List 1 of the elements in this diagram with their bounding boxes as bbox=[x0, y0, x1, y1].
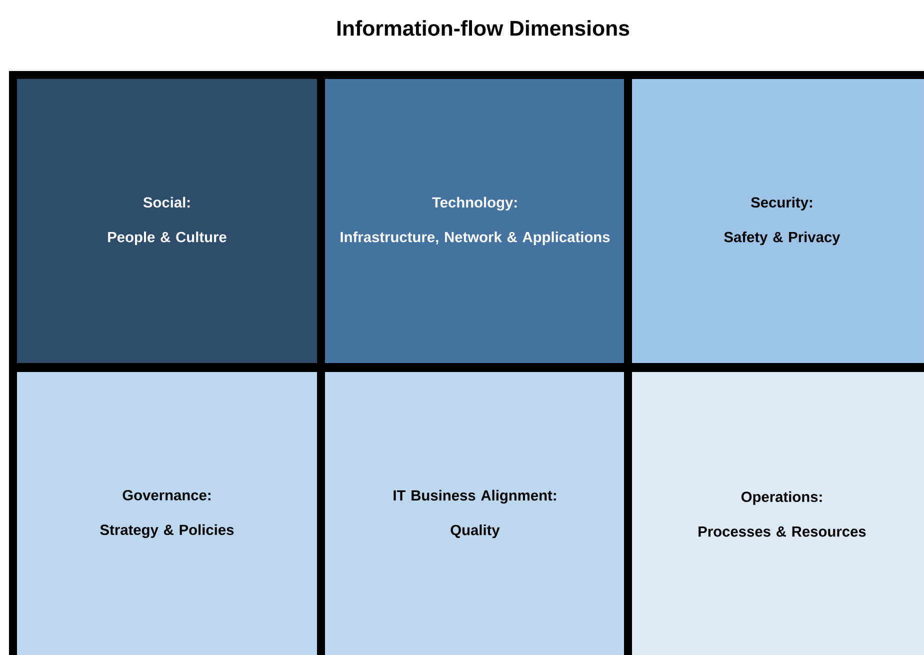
page-title: Information-flow Dimensions bbox=[337, 20, 630, 36]
